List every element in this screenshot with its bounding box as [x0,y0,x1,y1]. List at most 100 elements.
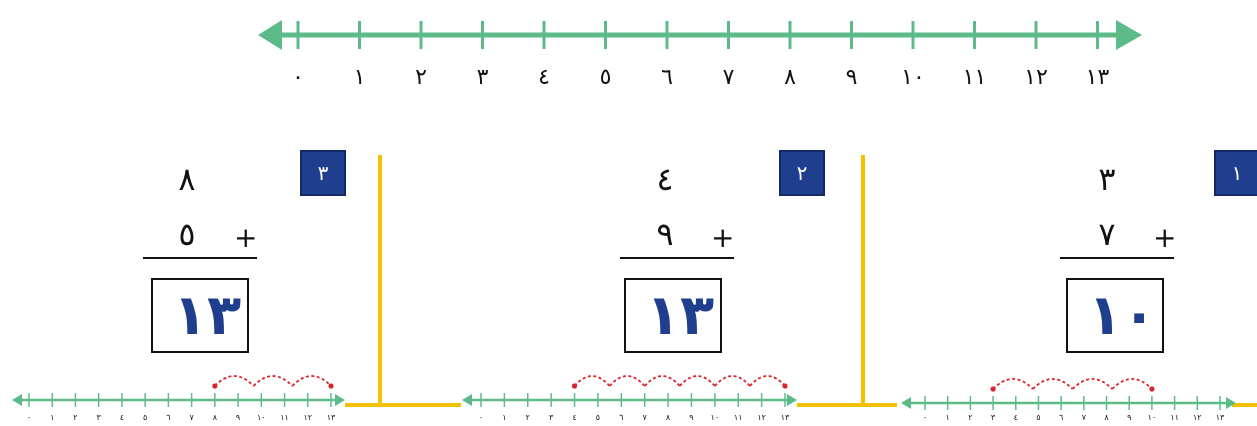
small-line-arrow-left [901,397,911,409]
small-line-label: ١٢ [757,413,766,422]
divider-vertical-right [861,155,865,407]
problem-1-answer: ١٠ [1087,283,1157,348]
problem-2-bottom-operand: ٩ [656,215,674,253]
problem-1-badge: ١ [1214,150,1257,196]
small-line-label: ٨ [212,413,217,422]
problem-3-top-operand: ٨ [178,160,196,198]
problem-3-bottom-operand: ٥ [178,215,196,253]
jump-arc [749,375,786,387]
main-line-label: ٩ [845,65,858,90]
divider-horizontal-edge [1232,403,1257,407]
jump-arc [608,375,646,387]
small-line-label: ٥ [1036,413,1041,422]
problem-3-answer: ١٣ [172,283,242,348]
jump-arc [1071,378,1113,390]
small-line-label: ٣ [96,413,101,422]
small-line-label: ١٣ [780,413,790,422]
main-line-label: ٨ [784,65,796,90]
problem-1-number: ١ [1231,161,1243,185]
small-line-label: ٢ [968,413,973,422]
problem-3-plus-sign: + [234,221,258,254]
small-line-label: ٣ [548,413,554,422]
small-line-label: ١٢ [1193,413,1202,422]
problem-2-answer-box: ١٣ [624,278,722,353]
small-line-label: ٤ [572,413,577,422]
small-line-label: ٠ [26,413,32,422]
small-line-label: ٥ [142,413,148,422]
jump-end-dot [328,383,334,389]
jump-arc [992,378,1034,390]
small-line-label: ٩ [1127,413,1132,422]
problem-3-badge: ٣ [300,150,346,196]
jump-arc [644,375,681,387]
problem-2-number: ٢ [796,161,808,185]
main-line-arrow-left [258,20,282,50]
small-line-label: ١٣ [326,413,336,422]
jump-arc [1032,378,1074,390]
problem-1-answer-box: ١٠ [1066,278,1164,353]
divider-horizontal-right [797,403,897,407]
jump-arc [573,375,611,387]
small-line-label: ١٠ [710,413,720,422]
small-line-label: ٢ [73,413,78,422]
divider-horizontal-left [345,403,461,407]
small-line-label: ١٢ [303,413,313,422]
small-line-label: ٩ [235,413,241,422]
problem-3-answer-box: ١٣ [151,278,249,353]
jump-end-dot [782,383,788,389]
main-line-label: ١١ [962,65,987,90]
small-line-label: ١ [50,413,55,422]
problem-1-sum-rule [1060,257,1174,259]
main-line-label: ٦ [661,65,673,90]
small-line-label: ٧ [1081,413,1086,422]
jump-arc [679,375,716,387]
small-line-label: ٤ [119,413,125,422]
small-line-label: ٨ [665,413,671,422]
main-line-label: ١٠ [901,65,925,90]
small-line-arrow-right [335,394,345,406]
main-line-label: ١ [353,65,366,90]
jump-end-dot [1149,386,1155,392]
small-line-label: ١١ [733,413,743,422]
small-line-label: ٠ [922,413,928,422]
main-line-label: ٤ [538,65,550,90]
small-line-label: ١٠ [257,413,266,422]
problem-1-plus-sign: + [1153,221,1177,254]
small-line-label: ٣ [990,413,996,422]
small-line-label: ٦ [619,413,624,422]
problem-3-number: ٣ [317,161,329,185]
small-line-label: ٤ [1013,413,1018,422]
problem-2-top-operand: ٤ [656,160,674,198]
main-line-label: ٢ [415,65,427,90]
main-line-label: ١٣ [1085,65,1110,90]
jump-arc [1111,378,1153,390]
main-line-label: ٣ [476,65,489,90]
main-line-label: ٥ [599,65,612,90]
jump-arc [714,375,751,387]
jump-arc [252,375,293,387]
small-line-label: ٦ [166,413,171,422]
small-line-label: ١ [502,413,507,422]
small-line-label: ١١ [280,413,289,422]
small-line-label: ٩ [689,413,694,422]
small-line-label: ٦ [1058,413,1064,422]
problem-2-plus-sign: + [711,221,735,254]
problem-2-answer: ١٣ [645,283,715,348]
main-line-label: ٠ [292,65,304,90]
small-line-label: ٧ [189,413,194,422]
small-line-arrow-left [462,394,472,406]
problem-2-sum-rule [620,257,734,259]
small-line-arrow-right [1226,397,1236,409]
small-line-label: ١ [945,413,950,422]
small-line-label: ٢ [525,413,530,422]
small-line-label: ٨ [1104,413,1109,422]
small-line-arrow-right [787,394,797,406]
small-line-label: ٥ [595,413,601,422]
small-line-label: ٧ [642,413,647,422]
problem-1-bottom-operand: ٧ [1098,215,1116,253]
divider-vertical-left [378,155,382,407]
small-line-label: ١٠ [1147,413,1157,422]
problem-1-top-operand: ٣ [1098,160,1116,198]
